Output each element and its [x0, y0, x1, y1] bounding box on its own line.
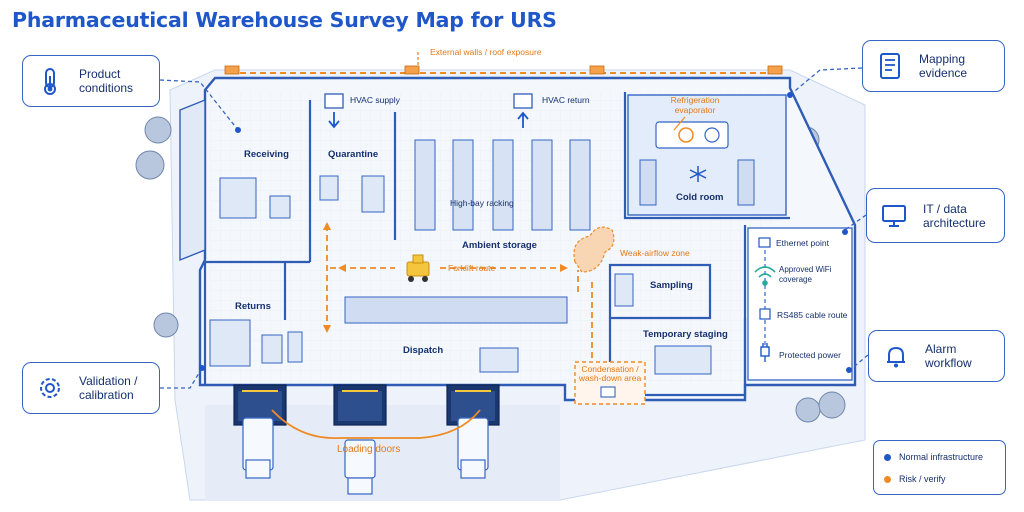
forklift-route-label: Forklift route	[448, 263, 496, 273]
legend-risk: Risk / verify	[884, 474, 946, 484]
snowflake-icon	[689, 166, 707, 182]
high-bay-label: High-bay racking	[450, 198, 514, 208]
callout-alarm: Alarm workflow	[868, 330, 1005, 382]
ethernet-label: Ethernet point	[776, 238, 830, 248]
legend-normal-swatch	[884, 453, 891, 461]
weak-airflow-zone	[573, 226, 615, 273]
wifi-label-line1: Approved WiFi	[779, 265, 832, 274]
high-bay-racks	[414, 139, 591, 231]
ethernet-point-icon	[758, 237, 771, 248]
roof-exposure-label: External walls / roof exposure	[430, 47, 542, 57]
thermometer-icon	[33, 64, 67, 98]
zone-receiving: Receiving	[244, 149, 289, 160]
hvac-supply-unit	[324, 93, 344, 129]
zone-ambient-storage: Ambient storage	[462, 240, 537, 251]
power-label: Protected power	[779, 350, 841, 360]
zone-quarantine: Quarantine	[328, 149, 378, 160]
legend-normal: Normal infrastructure	[884, 452, 983, 462]
forklift-route-arrows	[323, 222, 568, 333]
bell-icon	[879, 339, 913, 373]
callout-leaders	[159, 67, 869, 389]
callout-validation: Validation / calibration	[22, 362, 160, 414]
zone-temporary-staging: Temporary staging	[643, 329, 728, 340]
rs485-icon	[759, 308, 771, 320]
monitor-icon	[877, 199, 911, 233]
hvac-return-label: HVAC return	[542, 95, 590, 105]
callout-product-conditions-label: Product conditions	[79, 67, 134, 95]
forklift-icon	[406, 254, 430, 282]
wifi-label-line2: coverage	[779, 275, 812, 284]
refrigeration-label-line2: evaporator	[675, 105, 716, 115]
callout-it-data: IT / data architecture	[866, 188, 1005, 243]
weak-airflow-label: Weak-airflow zone	[620, 248, 690, 258]
condensation-label-line2: wash-down area	[578, 373, 642, 383]
legend-normal-label: Normal infrastructure	[899, 452, 984, 462]
callout-alarm-label: Alarm workflow	[925, 342, 972, 370]
forklift-route	[326, 225, 593, 370]
zone-cold-room: Cold room	[676, 192, 724, 203]
document-icon	[873, 49, 907, 83]
legend: Normal infrastructure Risk / verify	[873, 440, 1006, 495]
power-plug-icon	[760, 343, 770, 362]
evaporator-unit	[655, 121, 729, 149]
rs485-label: RS485 cable route	[777, 310, 848, 320]
refrigeration-label-line1: Refrigeration	[671, 95, 720, 105]
refrigeration-pointer	[673, 116, 686, 131]
roof-vents	[224, 65, 783, 75]
loading-doors-label: Loading doors	[337, 444, 400, 455]
hvac-supply-label: HVAC supply	[350, 95, 401, 105]
legend-risk-label: Risk / verify	[899, 474, 946, 484]
gear-icon	[33, 371, 67, 405]
callout-mapping-evidence-label: Mapping evidence	[919, 52, 968, 80]
callout-mapping-evidence: Mapping evidence	[862, 40, 1005, 92]
zone-sampling: Sampling	[650, 280, 693, 291]
zone-dispatch: Dispatch	[403, 345, 443, 356]
condensation-label-line1: Condensation /	[581, 364, 639, 374]
pallet-stacks	[209, 175, 712, 375]
callout-validation-label: Validation / calibration	[79, 374, 138, 402]
leader-dots	[199, 92, 852, 373]
interior-walls	[203, 92, 790, 397]
trucks	[242, 417, 489, 495]
callout-it-data-label: IT / data architecture	[923, 201, 986, 230]
legend-risk-swatch	[884, 475, 891, 483]
left-annex	[179, 98, 206, 262]
wifi-icon	[754, 266, 776, 286]
loading-docks	[233, 384, 500, 426]
page-title: Pharmaceutical Warehouse Survey Map for …	[12, 8, 557, 32]
zone-returns: Returns	[235, 301, 271, 312]
drain-icon	[600, 386, 616, 398]
callout-product-conditions: Product conditions	[22, 55, 160, 107]
loading-doors-connector	[271, 409, 481, 439]
cold-room-racks	[639, 159, 755, 206]
dispatch-pallet-row	[344, 296, 568, 324]
hvac-return-unit	[513, 93, 533, 128]
